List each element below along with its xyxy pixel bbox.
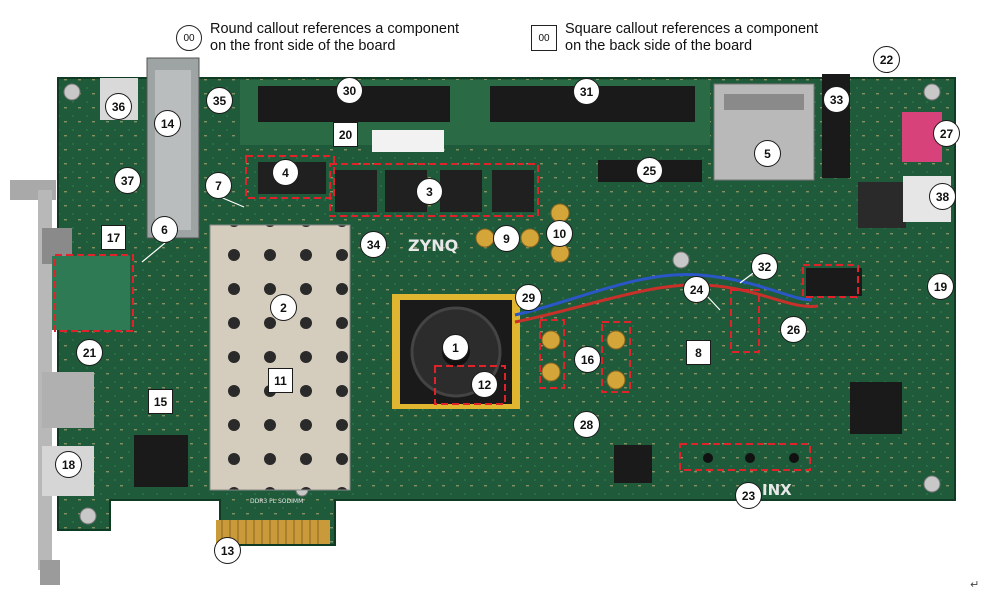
- callout-35: 35: [206, 87, 233, 114]
- callout-6: 6: [151, 216, 178, 243]
- callout-21: 21: [76, 339, 103, 366]
- callout-18: 18: [55, 451, 82, 478]
- legend-round-line2: on the front side of the board: [210, 38, 396, 54]
- callout-32: 32: [751, 253, 778, 280]
- callout-33: 33: [823, 86, 850, 113]
- back-side-highlights: [54, 155, 859, 471]
- callout-19: 19: [927, 273, 954, 300]
- callout-26: 26: [780, 316, 807, 343]
- zynq-logo: ZYNQ: [408, 236, 458, 255]
- legend-round-symbol: 00: [176, 25, 202, 51]
- callout-30: 30: [336, 77, 363, 104]
- legend-square-text: Square callout references a component on…: [565, 21, 865, 55]
- callout-36: 36: [105, 93, 132, 120]
- legend-round-line1: Round callout references a component: [210, 21, 460, 37]
- callout-27: 27: [933, 120, 960, 147]
- callout-8: 8: [686, 340, 711, 365]
- callout-7: 7: [205, 172, 232, 199]
- xilinx-logo: INX: [762, 481, 792, 499]
- callout-31: 31: [573, 78, 600, 105]
- callout-16: 16: [574, 346, 601, 373]
- callout-9: 9: [493, 225, 520, 252]
- callout-28: 28: [573, 411, 600, 438]
- callout-15: 15: [148, 389, 173, 414]
- ddr-silkscreen: DDR3 PL SODIMM: [250, 498, 303, 505]
- callout-13: 13: [214, 537, 241, 564]
- sfp-cage: [146, 57, 200, 239]
- legend-square-line2: on the back side of the board: [565, 38, 753, 54]
- return-mark-icon: ↵: [970, 578, 980, 591]
- legend-square: 00 Square callout references a component…: [531, 21, 861, 61]
- callout-12: 12: [471, 371, 498, 398]
- callout-37: 37: [114, 167, 141, 194]
- callout-11: 11: [268, 368, 293, 393]
- callout-5: 5: [754, 140, 781, 167]
- sodimm-heatspreader: [209, 224, 351, 491]
- legend-square-line1: Square callout references a component: [565, 21, 819, 37]
- callout-4: 4: [272, 159, 299, 186]
- fmc-connectors: [240, 80, 710, 152]
- legend-round-text: Round callout references a component on …: [210, 21, 510, 55]
- sma-connectors: [475, 203, 626, 390]
- left-connectors: [42, 78, 902, 496]
- legend-round: 00 Round callout references a component …: [176, 21, 496, 61]
- callout-25: 25: [636, 157, 663, 184]
- legend-square-symbol: 00: [531, 25, 557, 51]
- callout-38: 38: [929, 183, 956, 210]
- callout-23: 23: [735, 482, 762, 509]
- callout-1: 1: [442, 334, 469, 361]
- callout-17: 17: [101, 225, 126, 250]
- sd-card-cage: [713, 83, 815, 181]
- callout-2: 2: [270, 294, 297, 321]
- callout-24: 24: [683, 276, 710, 303]
- callout-22: 22: [873, 46, 900, 73]
- callout-29: 29: [515, 284, 542, 311]
- callout-14: 14: [154, 110, 181, 137]
- callout-10: 10: [546, 220, 573, 247]
- push-buttons: [703, 453, 799, 463]
- callout-3: 3: [416, 178, 443, 205]
- callout-34: 34: [360, 231, 387, 258]
- callout-20: 20: [333, 122, 358, 147]
